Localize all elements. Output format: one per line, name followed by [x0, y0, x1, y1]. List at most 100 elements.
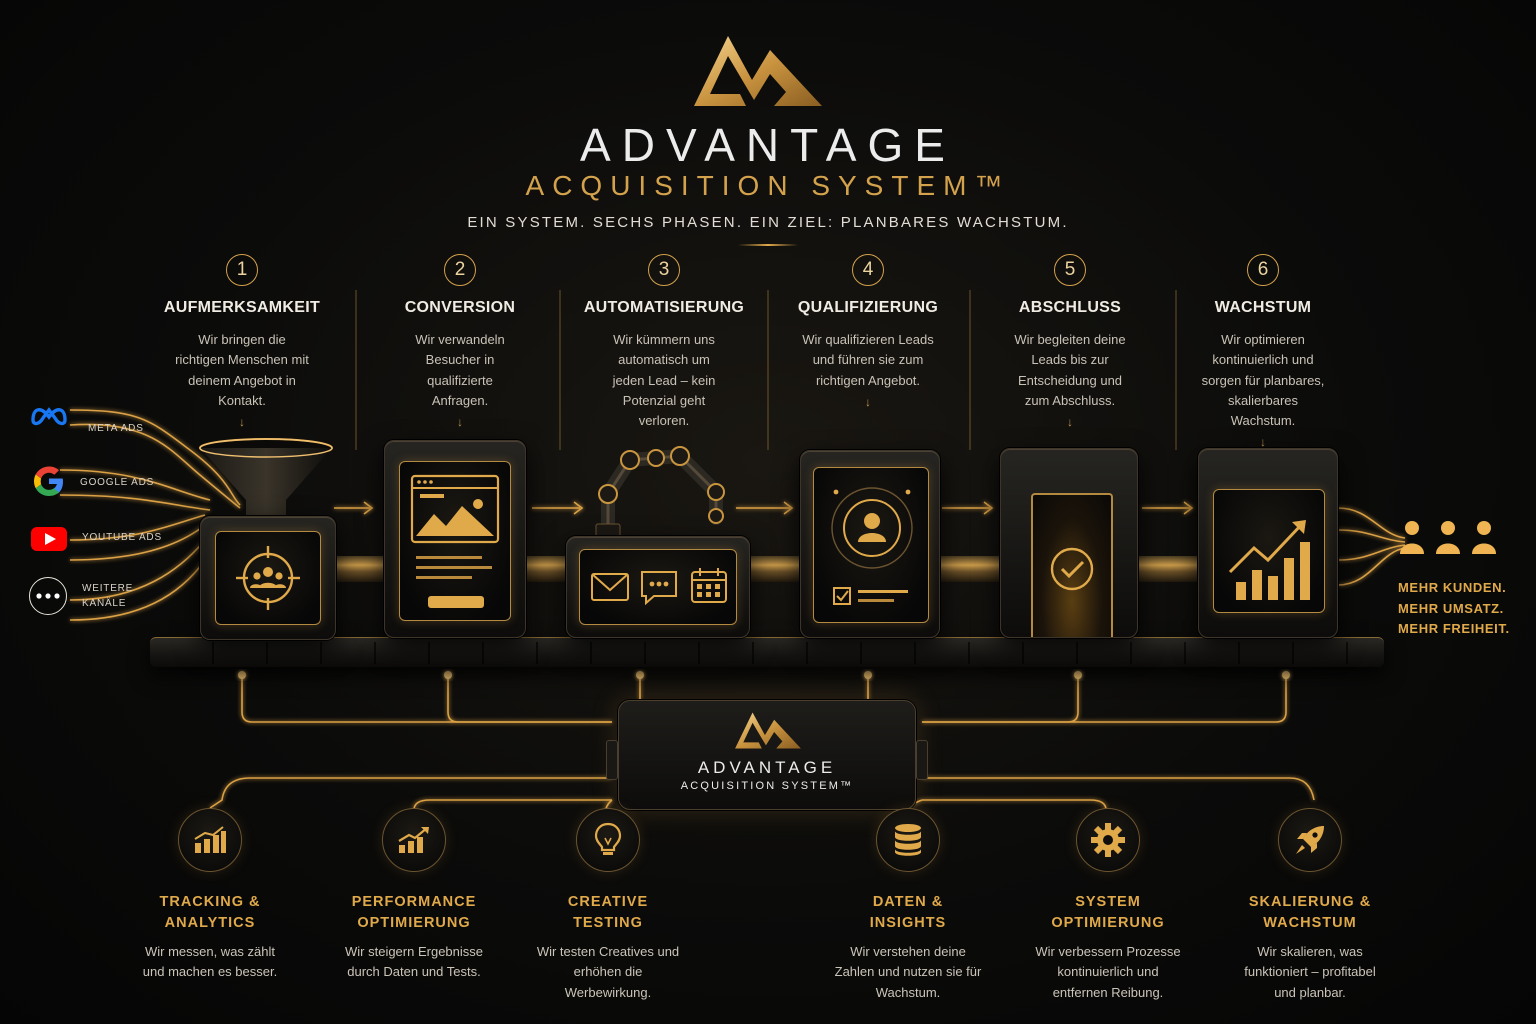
service-system: SYSTEM OPTIMIERUNG Wir verbessern Prozess…	[1008, 808, 1208, 1003]
phase-title: CONVERSION	[404, 299, 516, 316]
door	[1031, 493, 1113, 637]
gear-icon	[1076, 808, 1140, 872]
trend-chart-icon	[382, 808, 446, 872]
phase-description: Wir kümmern uns automatisch um jeden Lea…	[612, 332, 716, 429]
pipe	[930, 556, 1006, 582]
service-title-line: SKALIERUNG &	[1248, 894, 1372, 910]
bar-chart-icon	[178, 808, 242, 872]
service-title-line: OPTIMIERUNG	[357, 915, 471, 931]
service-title: DATEN & INSIGHTS	[808, 892, 1008, 934]
phase-6: 6 WACHSTUM Wir optimieren kontinuierlich…	[1163, 254, 1363, 449]
rocket-icon	[1278, 808, 1342, 872]
machine-qualification	[800, 450, 940, 638]
growth-chart-icon	[1213, 489, 1325, 613]
tagline: EIN SYSTEM. SECHS PHASEN. EIN ZIEL: PLAN…	[467, 214, 1069, 231]
phase-number: 4	[852, 254, 884, 286]
hub-title: ADVANTAGE	[697, 758, 837, 777]
pipe	[742, 556, 806, 582]
service-title-line: TESTING	[573, 915, 643, 931]
channel-label: WEITERE	[82, 583, 134, 594]
channel-label: GOOGLE ADS	[80, 477, 155, 488]
service-title-line: CREATIVE	[567, 894, 649, 910]
phase-description: Wir optimieren kontinuierlich und sorgen…	[1201, 332, 1325, 429]
channel-label: META ADS	[88, 423, 144, 434]
robot-arm-icon	[595, 446, 725, 539]
phase-number: 6	[1247, 254, 1279, 286]
pipe	[1134, 556, 1206, 582]
service-title-line: SYSTEM	[1075, 894, 1141, 910]
hub-logo-icon	[735, 712, 801, 749]
phase-title: WACHSTUM	[1214, 299, 1312, 316]
youtube-icon	[30, 520, 68, 558]
service-description: Wir verstehen deine Zahlen und nutzen si…	[834, 944, 982, 1000]
service-title-line: INSIGHTS	[869, 915, 947, 931]
brand-subtitle: ACQUISITION SYSTEM™	[525, 170, 1011, 201]
arrow-down-icon: ↓	[457, 415, 463, 430]
outcome-line: MEHR FREIHEIT.	[1398, 621, 1510, 636]
service-title: TRACKING & ANALYTICS	[110, 892, 310, 934]
machine-closing	[1000, 448, 1138, 638]
phase-title: QUALIFIZIERUNG	[797, 299, 939, 316]
more-dots-icon	[29, 577, 67, 615]
phase-title: AUFMERKSAMKEIT	[163, 299, 321, 316]
service-title-line: PERFORMANCE	[351, 894, 477, 910]
phase-4: 4 QUALIFIZIERUNG Wir qualifizieren Leads…	[768, 254, 968, 409]
machine-growth	[1198, 448, 1338, 638]
channel-label: KANÄLE	[82, 598, 127, 609]
phase-number: 5	[1054, 254, 1086, 286]
outcome-line: MEHR UMSATZ.	[1398, 600, 1504, 616]
arrow-down-icon: ↓	[1260, 435, 1266, 450]
machine-automation	[566, 536, 750, 638]
brand-title: ADVANTAGE	[580, 119, 956, 171]
outcome-line: MEHR KUNDEN.	[1398, 580, 1507, 595]
service-insights: DATEN & INSIGHTS Wir verstehen deine Zahl…	[808, 808, 1008, 1003]
advantage-logo-icon	[694, 36, 822, 106]
service-title: SKALIERUNG &WACHSTUM	[1210, 892, 1410, 934]
arrow-down-icon: ↓	[1067, 415, 1073, 430]
service-description: Wir skalieren, was funktioniert – profit…	[1244, 944, 1376, 1000]
lead-profile-icon	[813, 467, 929, 623]
hub-connector	[916, 740, 928, 780]
tagline-divider	[738, 244, 798, 246]
hub-subtitle: ACQUISITION SYSTEM™	[680, 780, 854, 792]
phase-description: Wir begleiten deine Leads bis zur Entsch…	[1014, 332, 1126, 408]
phase-title: ABSCHLUSS	[1018, 299, 1122, 316]
service-title: SYSTEM OPTIMIERUNG	[1008, 892, 1208, 934]
channel-label: YOUTUBE ADS	[82, 532, 162, 543]
phase-description: Wir bringen die richtigen Menschen mit d…	[175, 332, 309, 408]
service-title: CREATIVE TESTING	[508, 892, 708, 934]
google-icon	[30, 462, 68, 500]
service-title-line: ANALYTICS	[164, 915, 256, 931]
target-people-icon	[215, 531, 321, 625]
lightbulb-icon	[576, 808, 640, 872]
check-door-icon	[1050, 547, 1094, 591]
service-title-line: OPTIMIERUNG	[1051, 915, 1165, 931]
service-description: Wir steigern Ergebnisse durch Daten und …	[345, 944, 483, 980]
service-title-line: TRACKING &	[159, 894, 261, 910]
phase-description: Wir qualifizieren Leads und führen sie z…	[802, 332, 934, 388]
phase-2: 2 CONVERSION Wir verwandeln Besucher in …	[360, 254, 560, 429]
phase-1: 1 AUFMERKSAMKEIT Wir bringen die richtig…	[142, 254, 342, 429]
machine-conversion	[384, 440, 526, 638]
service-scaling: SKALIERUNG &WACHSTUM Wir skalieren, was …	[1210, 808, 1410, 1003]
database-icon	[876, 808, 940, 872]
service-tracking: TRACKING &ANALYTICS Wir messen, was zähl…	[110, 808, 310, 983]
arrow-down-icon: ↓	[865, 394, 871, 409]
service-description: Wir verbessern Prozesse kontinuierlich u…	[1035, 944, 1181, 1000]
conveyor-slats	[160, 642, 1374, 664]
service-description: Wir testen Creatives und erhöhen die Wer…	[536, 944, 680, 1000]
customers-icon	[1400, 521, 1496, 554]
phase-number: 3	[648, 254, 680, 286]
phase-5: 5 ABSCHLUSS Wir begleiten deine Leads bi…	[970, 254, 1170, 429]
hub-connector	[606, 740, 618, 780]
phase-number: 1	[226, 254, 258, 286]
funnel-icon	[199, 438, 333, 518]
phase-title: AUTOMATISIERUNG	[583, 299, 745, 316]
machine-attention	[200, 516, 336, 640]
service-title-line: DATEN &	[872, 894, 944, 910]
phase-number: 2	[444, 254, 476, 286]
meta-icon	[30, 396, 68, 434]
service-title: PERFORMANCE OPTIMIERUNG	[314, 892, 514, 934]
automation-screen	[579, 549, 737, 625]
phase-description: Wir verwandeln Besucher in qualifizierte…	[415, 332, 505, 408]
